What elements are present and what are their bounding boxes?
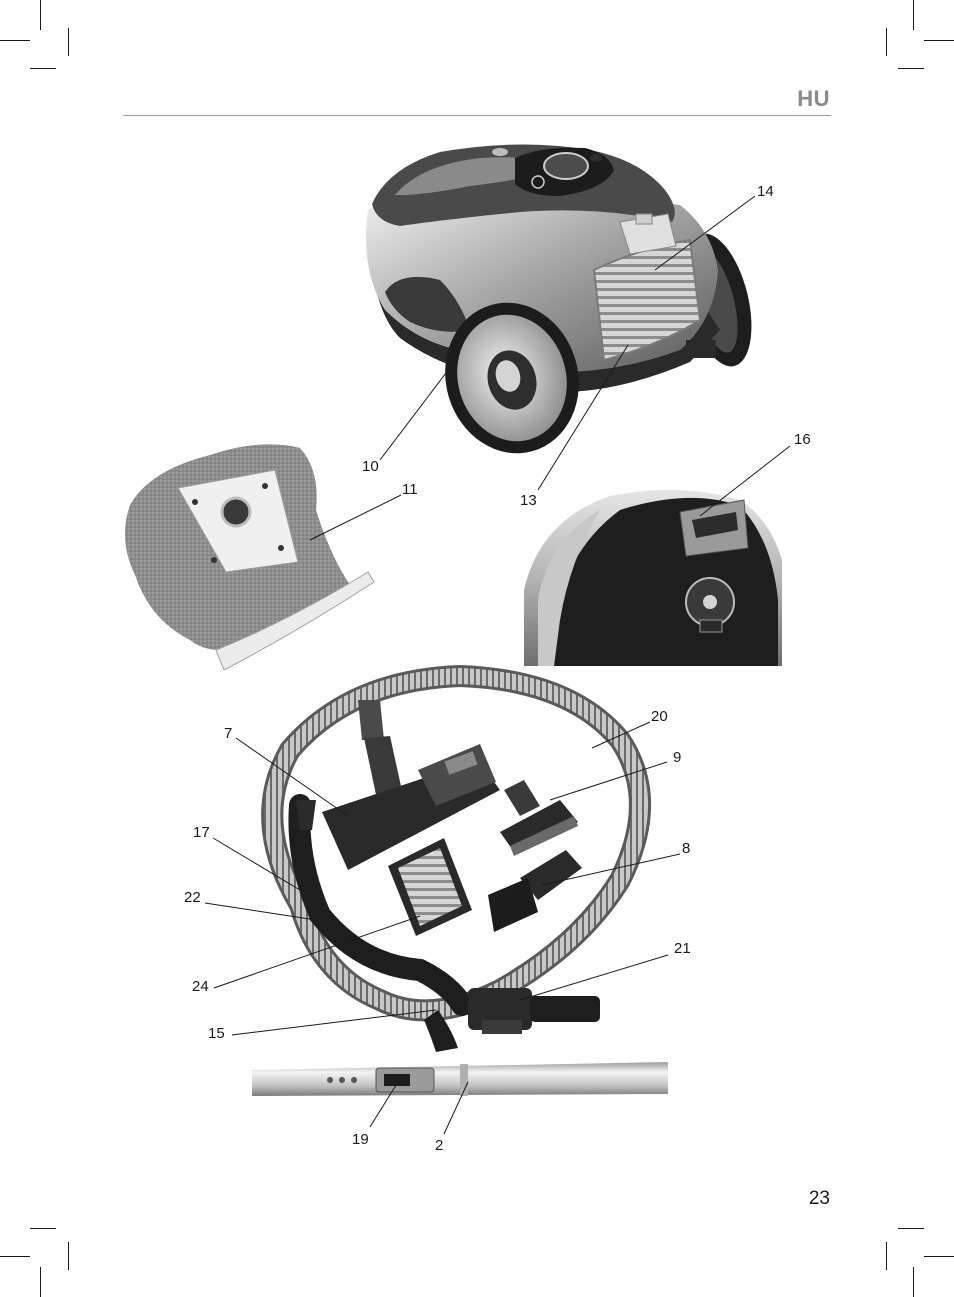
callout-11: 11 xyxy=(402,481,418,498)
callout-13: 13 xyxy=(520,492,537,509)
callout-7: 7 xyxy=(224,725,232,742)
callout-14: 14 xyxy=(757,183,774,200)
callout-9: 9 xyxy=(673,749,681,766)
callout-22: 22 xyxy=(184,889,201,906)
vacuum-cleaner-body xyxy=(366,144,763,469)
callout-24: 24 xyxy=(192,978,209,995)
callout-17: 17 xyxy=(193,824,210,841)
callout-8: 8 xyxy=(682,840,690,857)
accessories-set xyxy=(252,676,668,1100)
vacuum-rear-view xyxy=(524,486,782,666)
callout-19: 19 xyxy=(352,1131,369,1148)
dust-bag xyxy=(125,444,374,670)
callout-21: 21 xyxy=(674,940,691,957)
callout-15: 15 xyxy=(208,1025,225,1042)
callout-16: 16 xyxy=(794,431,811,448)
callout-10: 10 xyxy=(362,458,379,475)
callout-2: 2 xyxy=(435,1137,443,1154)
callout-20: 20 xyxy=(651,708,668,725)
page-number: 23 xyxy=(790,1188,830,1210)
